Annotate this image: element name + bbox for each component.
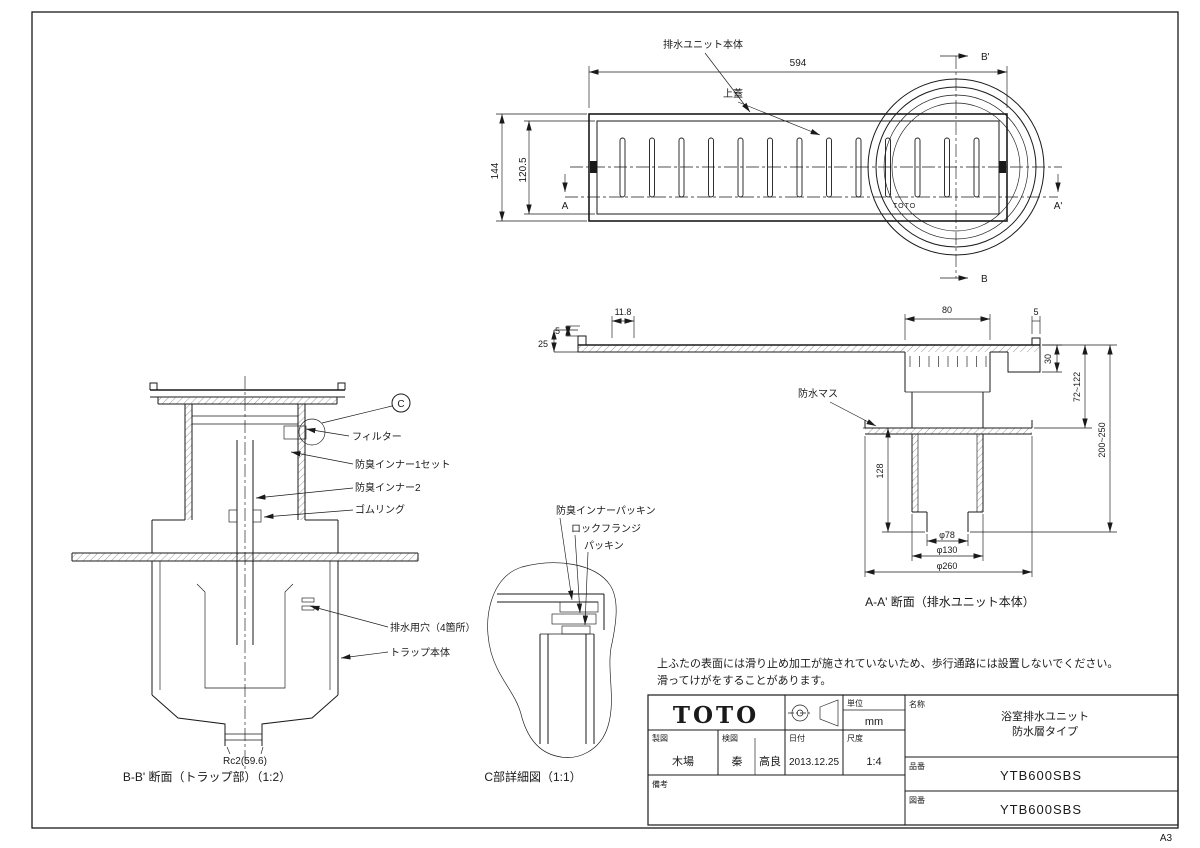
unit-value: mm [865,716,883,728]
section-bb-view: C フィルター 防臭インナー1セット [71,376,476,784]
label-inner2: 防臭インナー2 [355,481,421,494]
remarks-label: 備考 [652,779,668,789]
checked-label: 検図 [722,733,738,743]
dim-d260: φ260 [864,436,1033,577]
dim-120-5: 120.5 [518,120,595,215]
marker-a-prime: A' [1054,201,1063,212]
svg-text:80: 80 [942,305,952,315]
section-aa-view: 11.8 5 25 80 5 [538,305,1117,609]
name-value-line2: 防水層タイプ [1012,724,1078,738]
dim-rc2: Rc2(59.6) [223,756,267,767]
note-line1: 上ふたの表面には滑り止め加工が施されていないため、歩行通路には設置しないでくださ… [657,656,1118,670]
title-block: TOTO 単位 mm 製図 木場 検図 秦 高良 日付 2013.12.25 尺… [647,694,1179,826]
name-value-line1: 浴室排水ユニット [1001,709,1089,723]
detail-c-view: 防臭インナーパッキン ロックフランジ パッキン C部詳細図（1:1） [484,504,655,784]
dim-11-8: 11.8 [611,307,635,338]
grate-brand-text: TOTO [893,203,916,210]
svg-text:594: 594 [790,58,807,69]
label-filter: フィルター [352,431,402,443]
date-value: 2013.12.25 [789,757,839,768]
scale-label: 尺度 [847,733,863,743]
svg-text:200~250: 200~250 [1097,422,1107,457]
lid-outline [596,120,1000,215]
svg-text:5: 5 [555,326,560,336]
right-clip [999,161,1006,173]
drawing-no-label: 図番 [909,795,925,805]
label-inner1: 防臭インナー1セット [355,458,451,471]
dim-5-right: 5 [1031,307,1041,334]
dim-30: 30 [1042,344,1062,373]
label-inner-packing: 防臭インナーパッキン [556,504,656,517]
checked-value-2: 高良 [759,754,781,768]
dim-25: 25 [538,329,578,353]
dim-128: 128 [863,427,925,533]
caution-note: 上ふたの表面には滑り止め加工が施されていないため、歩行通路には設置しないでくださ… [657,656,1118,687]
dim-594: 594 [588,58,1008,108]
sheet-size-label: A3 [1160,833,1173,844]
svg-text:128: 128 [875,463,885,478]
svg-text:φ130: φ130 [937,545,958,555]
dim-72-122: 72~122 [1034,345,1092,429]
top-view: TOTO B' B A A' 594 144 [490,38,1062,285]
label-trap-body: トラップ本体 [390,646,450,659]
grate-slots [619,137,980,198]
label-lock-flange: ロックフランジ [571,523,641,535]
section-aa-caption: A-A' 断面（排水ユニット本体） [865,594,1035,609]
dim-5-left: 5 [555,325,580,337]
label-unit-body: 排水ユニット本体 [663,38,743,51]
balloon-c [391,393,411,413]
dim-144: 144 [490,113,587,222]
svg-text:11.8: 11.8 [615,307,632,317]
svg-text:25: 25 [538,339,548,349]
dim-80: 80 [904,305,991,340]
page-frame: A3 [31,11,1179,844]
scale-value: 1:4 [866,756,881,768]
svg-text:5: 5 [1033,307,1038,317]
svg-text:72~122: 72~122 [1072,372,1082,402]
label-packing: パッキン [584,540,624,552]
svg-text:120.5: 120.5 [518,157,529,182]
dim-200-250: 200~250 [970,344,1117,533]
dim-d130: φ130 [911,514,984,561]
checked-value-1: 秦 [732,754,743,768]
dim-d78: φ78 [926,530,969,546]
detail-c-caption: C部詳細図（1:1） [484,769,581,784]
svg-text:C: C [397,399,404,410]
svg-text:φ78: φ78 [939,530,955,540]
svg-text:φ260: φ260 [937,561,958,571]
marker-b-prime: B' [981,52,990,63]
lock-comb [909,356,987,367]
part-no-value: YTB600SBS [1000,768,1082,783]
label-drain-holes: 排水用穴（4箇所） [390,621,476,634]
name-label: 名称 [909,699,925,709]
date-label: 日付 [789,733,805,743]
label-waterproof-masu: 防水マス [798,387,838,400]
brand-logo: TOTO [673,702,759,729]
part-no-label: 品番 [909,761,925,771]
section-bb-caption: B-B' 断面（トラップ部）（1:2） [123,769,291,784]
unit-body-outline [588,113,1008,222]
drafted-value: 木場 [672,755,694,768]
marker-a: A [562,201,569,212]
unit-label: 単位 [847,698,863,708]
label-top-lid: 上蓋 [723,88,743,100]
drawing-no-value: YTB600SBS [1000,802,1082,817]
projection-symbol-icon [788,699,839,727]
drafted-label: 製図 [652,733,668,743]
label-rubber-ring: ゴムリング [355,503,405,516]
detail-c-boundary [487,562,617,758]
section-arrows: B' B A A' [562,52,1063,285]
svg-text:30: 30 [1043,354,1053,364]
svg-text:144: 144 [490,162,501,179]
note-line2: 滑ってけがをすることがあります。 [657,673,831,687]
marker-b: B [981,274,988,285]
